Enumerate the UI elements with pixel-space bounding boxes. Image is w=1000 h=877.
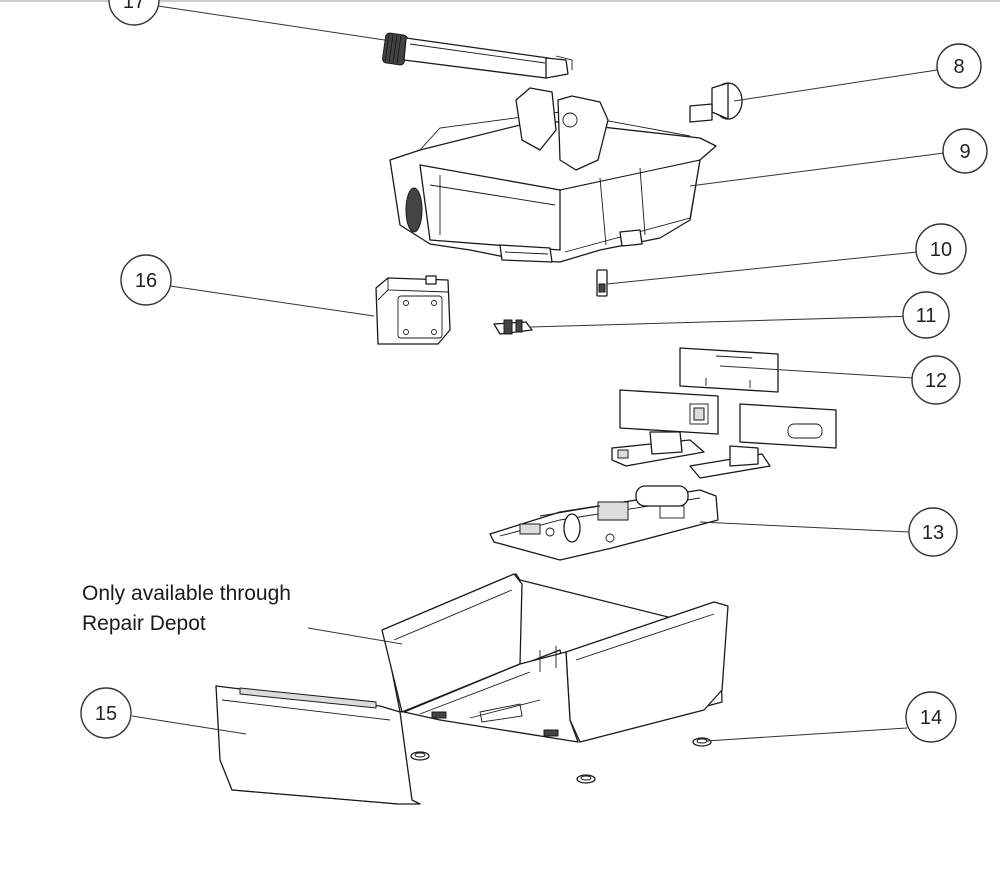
callout-13-label: 13 (922, 522, 944, 544)
repair-depot-note: Only available through Repair Depot (82, 582, 291, 635)
part-13-main-board (489, 485, 719, 561)
callout-10: 10 (915, 223, 967, 275)
callout-15: 15 (80, 687, 132, 739)
leader-lines (131, 5, 945, 742)
callout-11: 11 (902, 291, 950, 339)
callout-16: 16 (120, 254, 172, 306)
part-12-interface-boards (611, 347, 837, 479)
callout-13: 13 (908, 507, 958, 557)
part-14-feet (410, 737, 712, 784)
part-16-motor (375, 275, 451, 345)
callout-16-label: 16 (135, 270, 157, 292)
callout-12-label: 12 (925, 370, 947, 392)
callout-8: 8 (936, 43, 982, 89)
callout-14: 14 (905, 691, 957, 743)
callout-14-label: 14 (920, 707, 942, 729)
callout-9: 9 (942, 128, 988, 174)
base-enclosure (381, 573, 729, 743)
callout-17-label: 17 (123, 0, 145, 13)
part-11-clip (493, 319, 533, 335)
callout-8-label: 8 (953, 56, 964, 78)
callout-17: 17 (108, 0, 160, 26)
callout-9-label: 9 (959, 141, 970, 163)
part-10-sensor (596, 269, 608, 297)
callout-11-label: 11 (916, 305, 937, 327)
callout-15-label: 15 (95, 703, 117, 725)
part-17-platen-roller (382, 32, 573, 79)
part-9-print-mechanism (389, 87, 717, 263)
note-line-1: Only available through (82, 582, 291, 605)
part-15-front-cover (215, 685, 421, 805)
part-8-knob (689, 82, 743, 123)
callout-12: 12 (911, 355, 961, 405)
note-line-2: Repair Depot (82, 612, 206, 635)
callout-10-label: 10 (930, 239, 952, 261)
